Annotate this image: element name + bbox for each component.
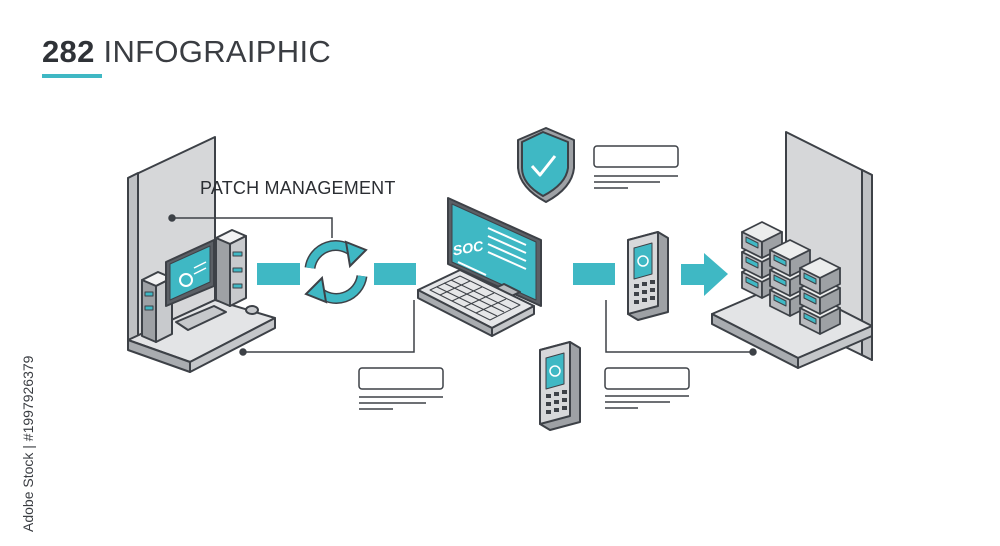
text-placeholder-left — [358, 367, 444, 410]
connector-lines — [168, 214, 757, 356]
shield-check-icon — [517, 127, 575, 203]
server-unit — [769, 239, 811, 277]
mobile-device-top — [627, 231, 669, 321]
text-placeholder-right — [604, 367, 690, 409]
watermark-text: Adobe Stock | #1997926379 — [20, 355, 36, 532]
title-text: INFOGRAIPHIC — [103, 34, 332, 69]
flow-bar-3 — [573, 263, 615, 285]
text-placeholder-top — [593, 145, 679, 189]
server-unit — [799, 257, 841, 295]
refresh-icon — [304, 240, 368, 304]
server-unit — [741, 221, 783, 259]
stock-watermark: Adobe Stock | #1997926379 — [4, 300, 36, 540]
arrow-right-icon — [681, 253, 728, 296]
patch-management-label: PATCH MANAGEMENT — [200, 178, 396, 198]
title-underline — [42, 74, 102, 78]
page-title: 282 INFOGRAIPHIC — [42, 34, 331, 70]
soc-computer — [417, 197, 542, 337]
title-number: 282 — [42, 34, 95, 69]
left-workstation-room — [127, 136, 276, 373]
flow-bar-1 — [257, 263, 300, 285]
flow-bar-2 — [374, 263, 416, 285]
mobile-device-bottom — [539, 341, 581, 431]
server-stacks — [741, 221, 841, 335]
flow-connectors — [257, 253, 728, 296]
